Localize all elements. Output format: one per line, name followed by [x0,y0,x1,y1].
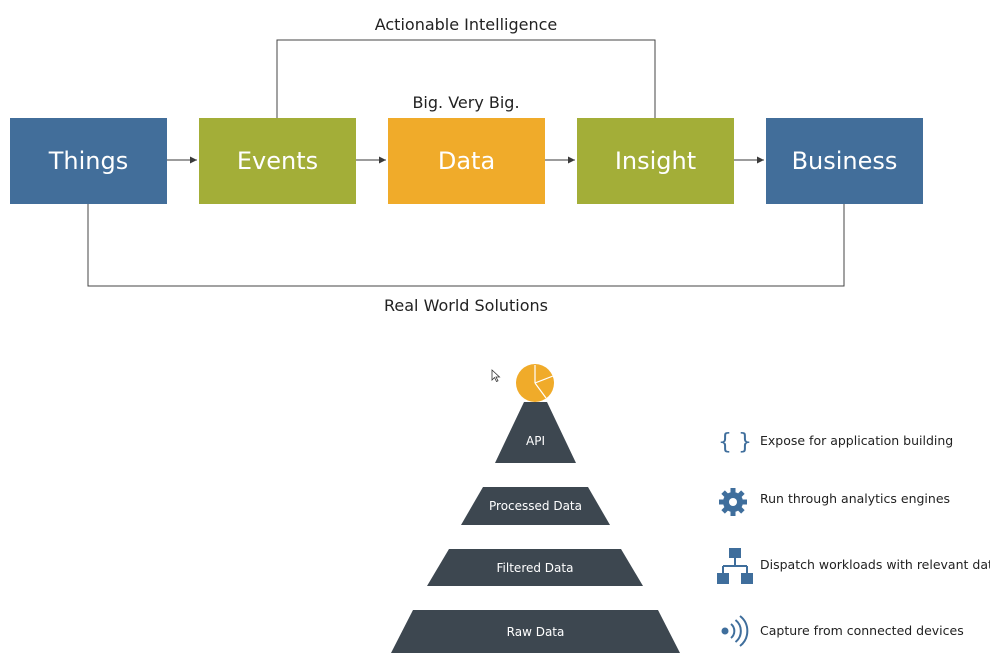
flow-box-business: Business [766,118,923,204]
signal-waves-icon [721,615,749,647]
feature-description-analytics: Run through analytics engines [760,491,951,506]
flow-box-events: Events [199,118,356,204]
svg-text:{: { [718,430,732,454]
feature-description-expose: Expose for application building [760,433,954,448]
flow-box-data: Data [388,118,545,204]
real-world-solutions-line [87,204,845,287]
gear-icon [719,488,747,516]
feature-description-dispatch: Dispatch workloads with relevant data [760,557,990,572]
svg-text:}: } [738,430,750,454]
mouse-cursor-icon [491,369,501,383]
pyramid-tier-processed-data: Processed Data [461,487,610,525]
real-world-solutions-label: Real World Solutions [383,296,549,315]
flow-box-things: Things [10,118,167,204]
actionable-intelligence-label: Actionable Intelligence [374,15,558,34]
data-caption: Big. Very Big. [412,93,520,112]
pyramid-tier-raw-data: Raw Data [391,610,680,653]
pyramid-tier-filtered-data: Filtered Data [427,549,643,586]
pie-chart-icon [516,364,554,402]
flow-box-insight: Insight [577,118,734,204]
sitemap-icon [717,548,753,584]
actionable-intelligence-line [276,39,656,118]
curly-braces-icon: { } [718,430,750,454]
feature-description-capture: Capture from connected devices [760,623,964,638]
